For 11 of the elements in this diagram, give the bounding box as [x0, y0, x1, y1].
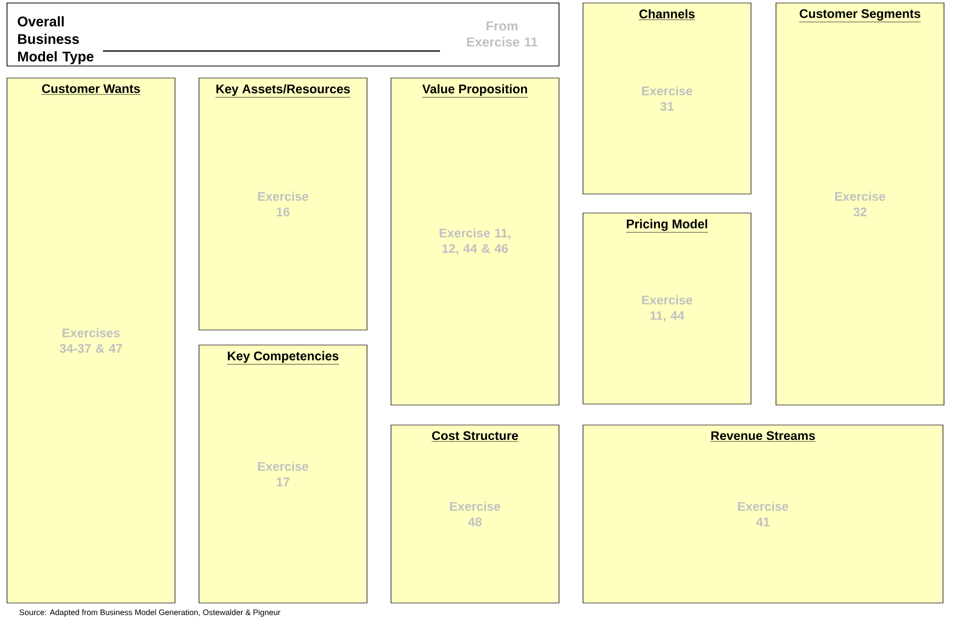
- canvas-box: Customer Segments Exercise 32: [776, 2, 944, 406]
- header-box: Overall Business Model Type From Exercise 11: [6, 2, 560, 66]
- canvas-box: Key Competencies Exercise 17: [198, 344, 368, 604]
- canvas-box: Customer Wants Exercises 34-37 & 47: [6, 78, 176, 604]
- canvas-box: Channels Exercise 31: [582, 2, 752, 194]
- canvas-box: Value Proposition Exercise 11, 12, 44 & 46: [390, 78, 560, 406]
- source-note: Source: Adapted from Business Model Generation, Ostewalder & Pigneur: [20, 609, 280, 617]
- canvas-box: Revenue Streams Exercise 41: [582, 424, 944, 604]
- canvas-box: Cost Structure Exercise 48: [390, 424, 560, 604]
- canvas-box: Key Assets/Resources Exercise 16: [198, 78, 368, 330]
- canvas-box: Pricing Model Exercise 11, 44: [582, 212, 752, 404]
